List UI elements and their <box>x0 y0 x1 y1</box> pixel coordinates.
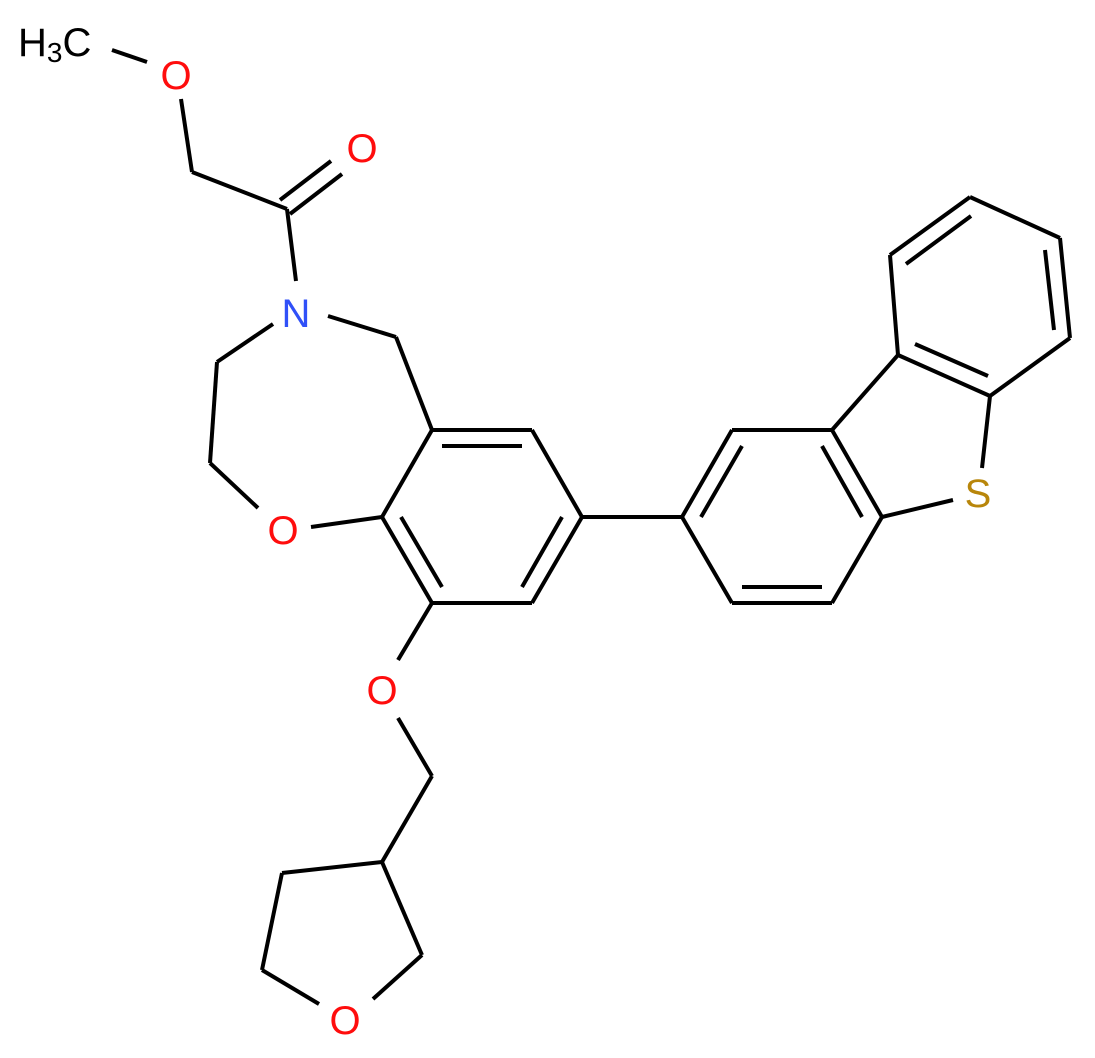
bond-line <box>380 774 434 864</box>
atom-oxygen-carbonyl: O <box>346 127 377 171</box>
atom-oxygen-thf: O <box>329 999 360 1043</box>
double-bond-line <box>399 515 444 589</box>
bond-line <box>888 254 900 356</box>
double-bond-line <box>520 516 564 588</box>
bond-line <box>111 48 148 64</box>
bond-line <box>396 601 434 662</box>
bond-line <box>281 860 383 875</box>
bond-line <box>897 353 991 398</box>
bond-line <box>191 170 288 211</box>
bond-line <box>680 429 734 518</box>
bond-line <box>888 195 972 257</box>
double-bond-line <box>914 342 989 378</box>
bond-line <box>830 515 884 605</box>
bond-line <box>680 515 734 605</box>
bond-line <box>179 98 194 173</box>
bond-line <box>371 953 424 1001</box>
bond-layer <box>111 48 1072 1006</box>
atom-nitrogen: N <box>282 292 311 336</box>
bond-line <box>830 353 900 432</box>
bond-line <box>1058 237 1072 339</box>
bond-line <box>380 515 434 605</box>
bond-line <box>530 429 584 518</box>
bond-line <box>310 515 383 529</box>
double-bond-line <box>1043 249 1056 331</box>
bond-line <box>394 336 434 431</box>
double-bond-line <box>288 172 344 216</box>
double-bond-line <box>904 214 973 266</box>
atom-sulfur: S <box>965 472 992 516</box>
bond-line <box>260 968 321 1006</box>
atom-methyl-label: H3C <box>18 21 91 68</box>
double-bond-line <box>278 159 333 202</box>
bond-line <box>830 429 884 518</box>
bond-line <box>380 429 434 518</box>
atom-oxygen-ring: O <box>267 509 298 553</box>
atom-oxygen-ether: O <box>366 669 397 713</box>
bond-line <box>285 208 298 282</box>
double-bond-line <box>699 444 744 519</box>
double-bond-line <box>820 445 864 518</box>
bond-line <box>530 515 584 605</box>
bond-line <box>980 395 992 469</box>
bond-line <box>208 361 219 464</box>
bond-line <box>327 314 397 339</box>
bond-line <box>881 498 954 519</box>
atom-oxygen-methoxy: O <box>160 54 191 98</box>
bond-line <box>396 716 434 778</box>
bond-line <box>208 461 260 510</box>
bond-line <box>380 861 424 956</box>
bond-line <box>260 872 284 971</box>
atom-label-layer: H3C O O N O S O O <box>18 21 991 1043</box>
bond-line <box>988 336 1072 398</box>
bond-line <box>969 195 1061 240</box>
bond-line <box>215 322 275 364</box>
